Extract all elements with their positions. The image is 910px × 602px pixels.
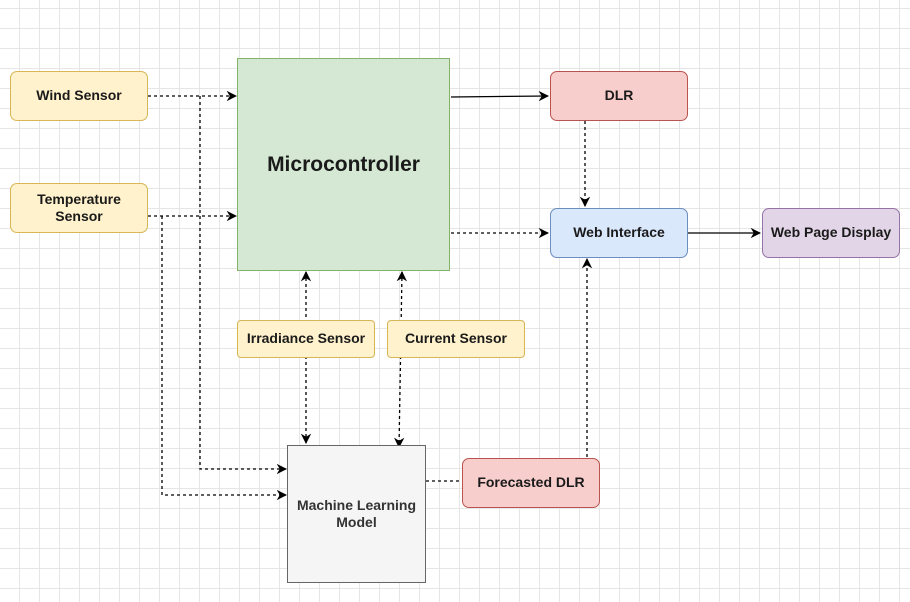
irradiance-sensor-box[interactable]: Irradiance Sensor — [237, 320, 375, 358]
ml-model-label: Machine Learning Model — [296, 496, 417, 531]
wind-sensor-box[interactable]: Wind Sensor — [10, 71, 148, 121]
ml-model-box[interactable]: Machine Learning Model — [287, 445, 426, 583]
current-sensor-label: Current Sensor — [405, 330, 507, 347]
web-interface-label: Web Interface — [573, 224, 665, 241]
web-page-display-box[interactable]: Web Page Display — [762, 208, 900, 258]
web-interface-box[interactable]: Web Interface — [550, 208, 688, 258]
current-sensor-box[interactable]: Current Sensor — [387, 320, 525, 358]
edge-temperature-to-ml-model — [161, 216, 288, 501]
edge-microcontroller-to-dlr — [450, 90, 550, 102]
microcontroller-box[interactable]: Microcontroller — [237, 58, 450, 271]
edge-wind-to-ml-model — [199, 96, 288, 475]
irradiance-sensor-label: Irradiance Sensor — [246, 330, 366, 347]
dlr-label: DLR — [604, 87, 634, 104]
forecasted-dlr-label: Forecasted DLR — [477, 474, 585, 491]
edge-current-microcontroller-ml — [393, 270, 408, 449]
temperature-sensor-label: Temperature Sensor — [37, 190, 121, 225]
microcontroller-label: Microcontroller — [267, 153, 420, 176]
forecasted-dlr-box[interactable]: Forecasted DLR — [462, 458, 600, 508]
temperature-sensor-box[interactable]: Temperature Sensor — [10, 183, 148, 233]
web-page-display-label: Web Page Display — [770, 224, 892, 241]
dlr-box[interactable]: DLR — [550, 71, 688, 121]
wind-sensor-label: Wind Sensor — [36, 87, 122, 104]
